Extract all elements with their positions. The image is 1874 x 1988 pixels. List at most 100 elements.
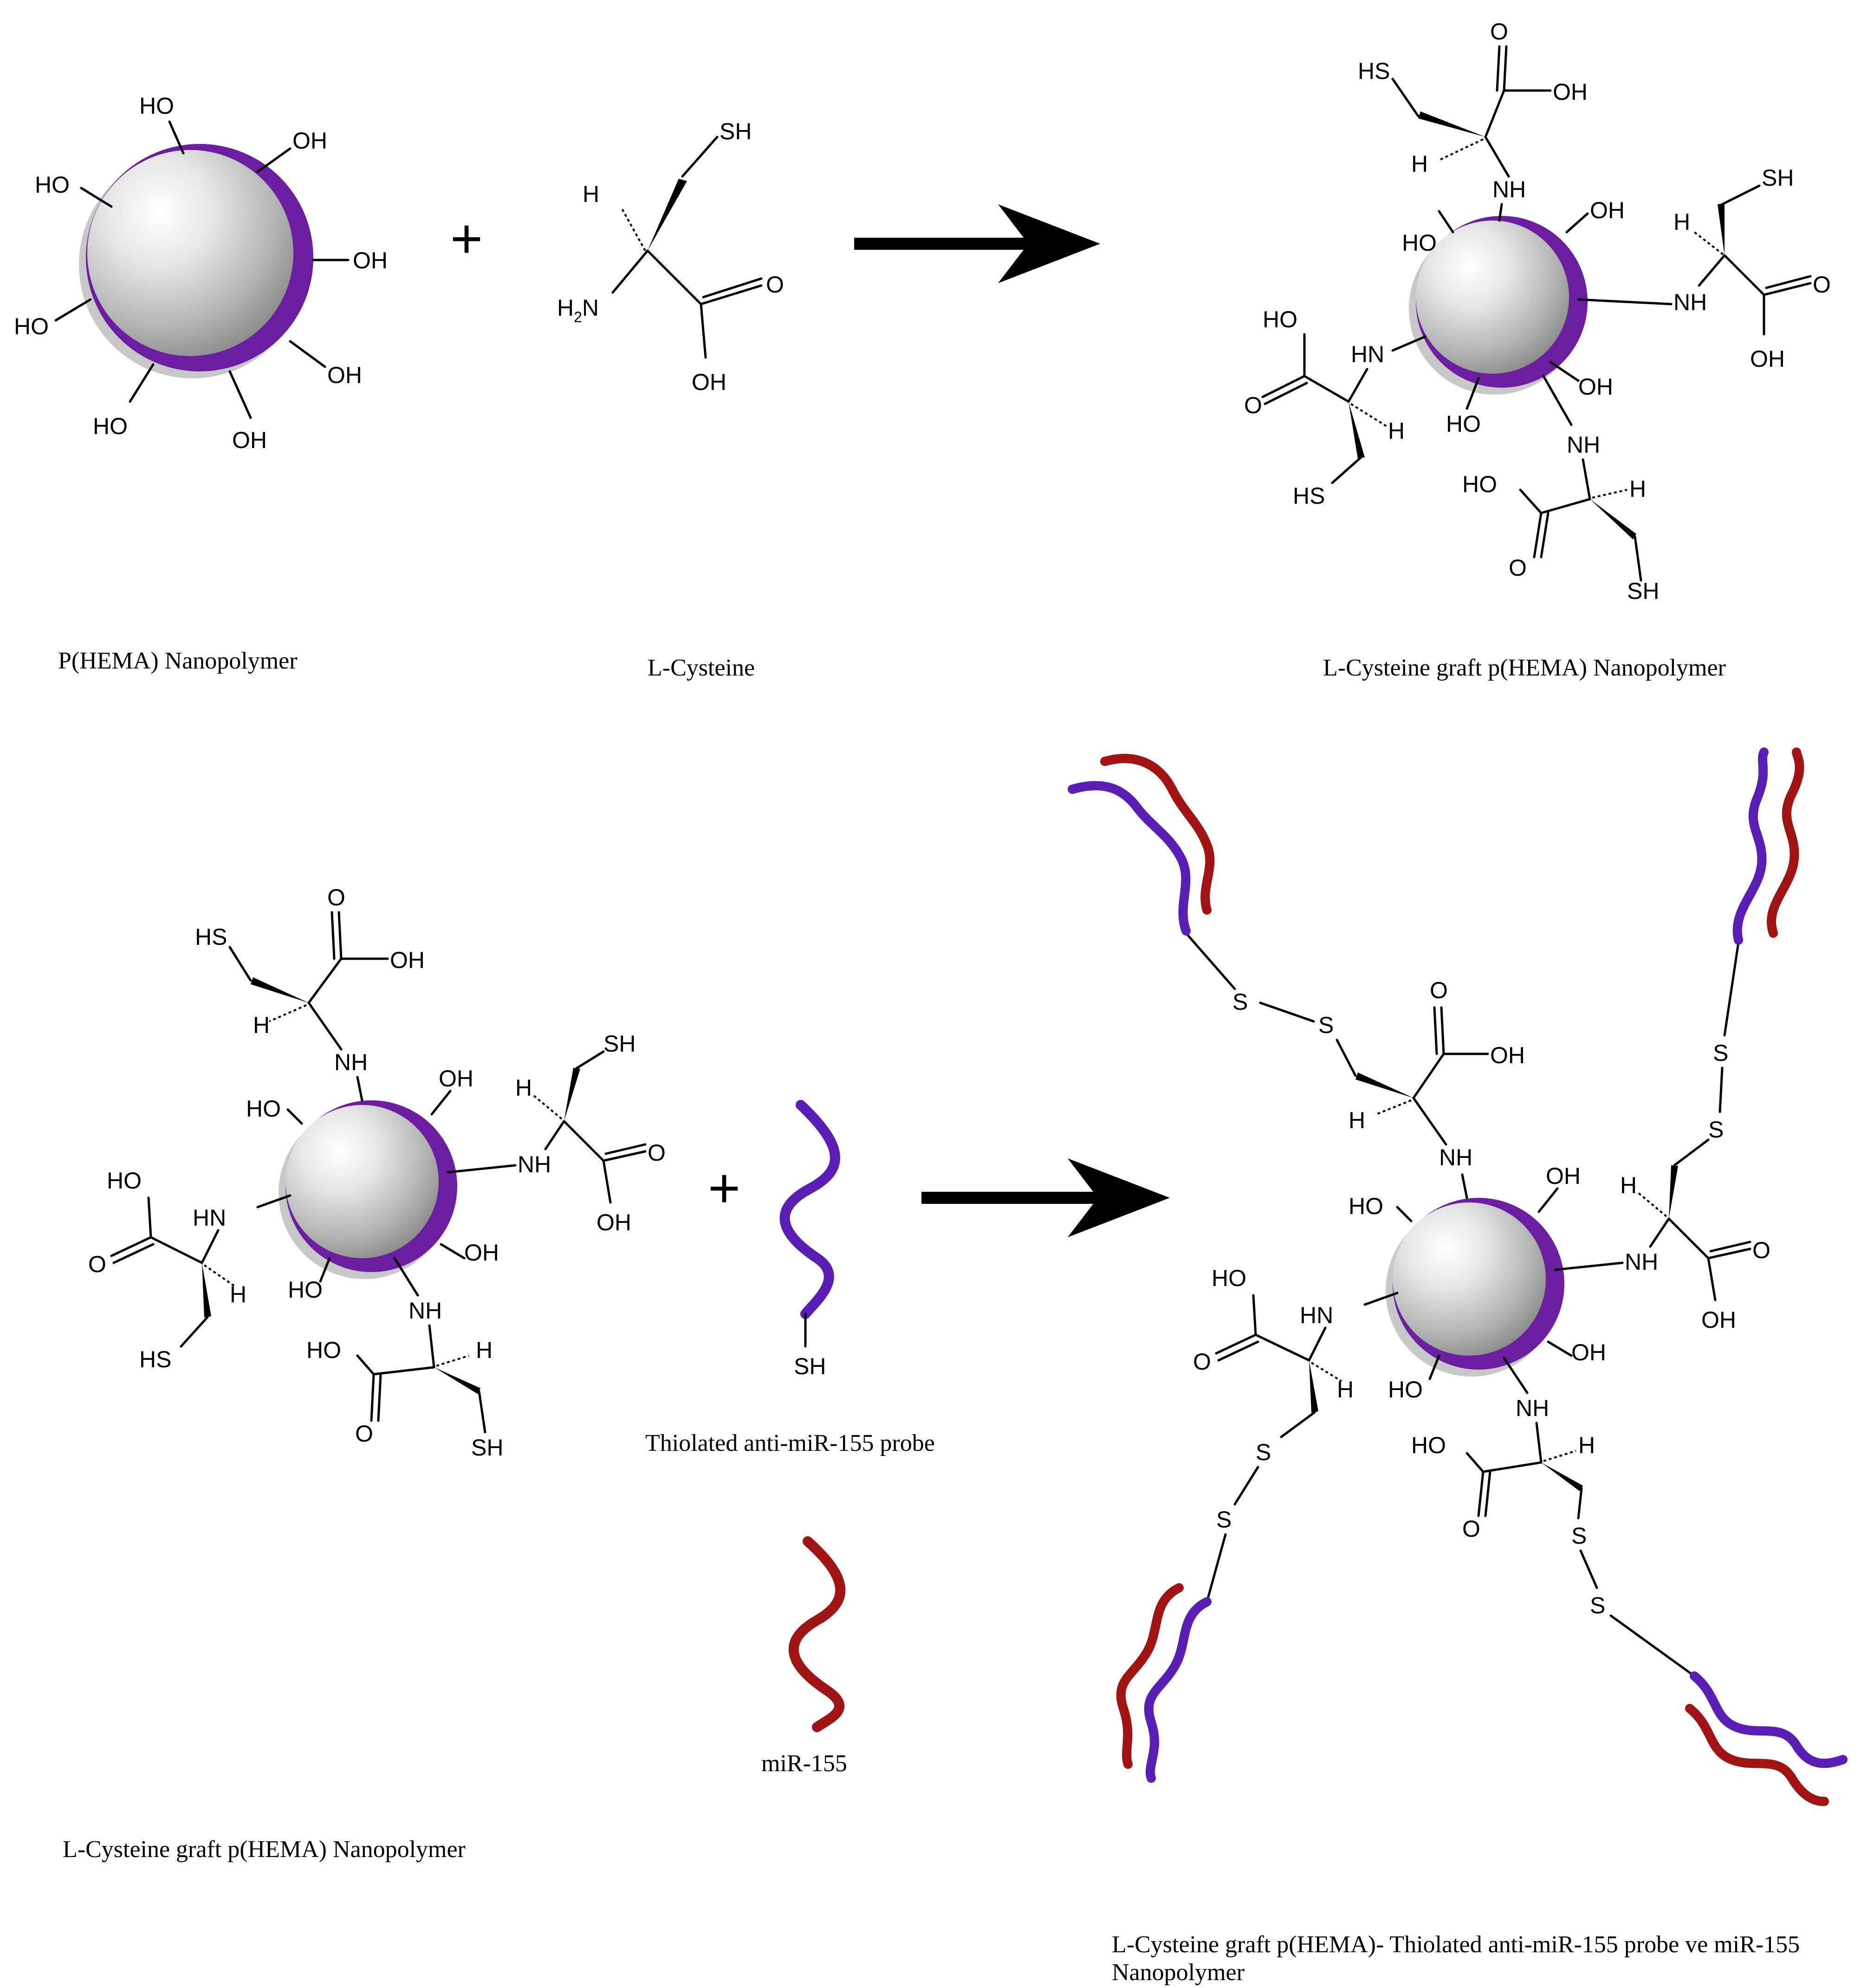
o-label: O bbox=[327, 884, 345, 910]
sh-label: HS bbox=[1358, 58, 1390, 84]
phema-nanoparticle: HO OH HO OH HO OH HO OH bbox=[14, 93, 388, 453]
o-label: O bbox=[1490, 19, 1508, 45]
h-label: H bbox=[1673, 209, 1690, 235]
s-label: S bbox=[1713, 1040, 1728, 1066]
oh-label: HO bbox=[1411, 1432, 1446, 1458]
oh-label: OH bbox=[232, 427, 267, 453]
h-label: H bbox=[515, 1075, 532, 1101]
oh-label: OH bbox=[1546, 1163, 1581, 1189]
oh-label: HO bbox=[139, 93, 174, 119]
oh-label: HO bbox=[1388, 1377, 1423, 1403]
final-nanoparticle: HO OH OH HO NH O OH H S S NH H bbox=[1068, 747, 1848, 1806]
oh-label: OH bbox=[327, 362, 362, 388]
mirna-strand bbox=[788, 1536, 846, 1732]
oh-label: HO bbox=[246, 1096, 281, 1122]
oh-label: OH bbox=[1578, 374, 1613, 400]
sh-label: SH bbox=[603, 1031, 635, 1057]
oh-label: OH bbox=[353, 247, 388, 273]
o-label: O bbox=[1430, 977, 1448, 1003]
reaction-arrow bbox=[854, 204, 1100, 283]
h-label: H bbox=[1578, 1432, 1595, 1458]
h-label: H bbox=[1629, 476, 1646, 502]
s-label: S bbox=[1216, 1507, 1232, 1533]
s-label: S bbox=[1571, 1523, 1587, 1549]
o-label: O bbox=[1193, 1349, 1211, 1375]
s-label: S bbox=[1708, 1117, 1724, 1143]
oh-label: OH bbox=[597, 1209, 631, 1235]
sh-label: SH bbox=[1762, 165, 1794, 191]
nh-label: NH bbox=[409, 1298, 442, 1324]
s-label: S bbox=[1232, 989, 1248, 1015]
graft-top-caption: L-Cysteine graft p(HEMA) Nanopolymer bbox=[1323, 655, 1726, 681]
sh-label: SH bbox=[794, 1353, 826, 1379]
h-label: H bbox=[253, 1012, 270, 1038]
probe-caption: Thiolated anti-miR-155 probe bbox=[645, 1430, 935, 1456]
nh-label: NH bbox=[1439, 1144, 1472, 1170]
reaction-arrow bbox=[921, 1158, 1170, 1237]
nh-label: NH bbox=[1673, 289, 1707, 315]
oh-label: OH bbox=[1590, 197, 1625, 223]
oh-label: HO bbox=[1462, 471, 1497, 497]
oh-label: OH bbox=[692, 369, 726, 395]
s-label: S bbox=[1318, 1012, 1334, 1038]
oh-label: HO bbox=[288, 1277, 323, 1303]
oh-label: OH bbox=[1553, 79, 1588, 105]
h-label: H bbox=[1620, 1172, 1637, 1198]
oh-label: HO bbox=[14, 313, 49, 339]
oh-label: HO bbox=[107, 1168, 142, 1194]
o-label: O bbox=[648, 1140, 666, 1166]
oh-label: HO bbox=[1402, 230, 1437, 256]
nh-label: NH bbox=[518, 1151, 551, 1177]
thiolated-probe-strand: SH bbox=[779, 1100, 840, 1379]
oh-label: HO bbox=[1349, 1193, 1383, 1219]
l-cysteine-molecule: SH H H2N O OH bbox=[557, 118, 784, 395]
oh-label: OH bbox=[1701, 1307, 1736, 1333]
nh-label: NH bbox=[1625, 1249, 1658, 1275]
oh-label: OH bbox=[439, 1065, 473, 1091]
oh-label: OH bbox=[1490, 1042, 1525, 1068]
nh-label: HN bbox=[193, 1205, 226, 1231]
plus-sign: + bbox=[450, 208, 483, 270]
o-label: O bbox=[355, 1421, 373, 1447]
h2n-label: H2N bbox=[557, 295, 599, 325]
oh-label: OH bbox=[464, 1240, 499, 1266]
sh-label: SH bbox=[1627, 578, 1659, 604]
h-label: H bbox=[1411, 151, 1428, 177]
nh-label: HN bbox=[1351, 341, 1384, 367]
graft-nanoparticle-bottom: HO OH OH HO NH O OH HS H NH SH H O OH bbox=[88, 884, 666, 1461]
o-label: O bbox=[88, 1251, 106, 1277]
oh-label: OH bbox=[1571, 1339, 1606, 1365]
o-label: O bbox=[766, 272, 784, 298]
o-label: O bbox=[1462, 1516, 1480, 1542]
sh-label: HS bbox=[195, 924, 227, 950]
graft-nanoparticle-top: HO OH OH HO NH O OH HS H NH SH H O OH bbox=[1244, 19, 1831, 604]
h-label: H bbox=[476, 1337, 493, 1363]
oh-label: HO bbox=[93, 413, 128, 439]
sh-label: HS bbox=[1293, 483, 1325, 509]
o-label: O bbox=[1244, 392, 1262, 418]
h-label: H bbox=[230, 1281, 246, 1307]
o-label: O bbox=[1752, 1237, 1770, 1263]
oh-label: HO bbox=[1446, 411, 1481, 437]
sh-label: SH bbox=[471, 1435, 503, 1461]
h-label: H bbox=[1349, 1107, 1365, 1133]
s-label: S bbox=[1256, 1439, 1271, 1465]
final-caption-line1: L-Cysteine graft p(HEMA)- Thiolated anti… bbox=[1112, 1931, 1800, 1958]
h-label: H bbox=[583, 181, 599, 207]
oh-label: HO bbox=[35, 172, 70, 198]
nh-label: HN bbox=[1300, 1302, 1333, 1328]
nh-label: NH bbox=[1567, 432, 1600, 458]
oh-label: OH bbox=[292, 128, 327, 154]
oh-label: OH bbox=[1750, 346, 1785, 372]
phema-caption: P(HEMA) Nanopolymer bbox=[58, 648, 298, 674]
nh-label: NH bbox=[334, 1049, 368, 1075]
s-label: S bbox=[1590, 1592, 1605, 1618]
plus-sign: + bbox=[708, 1157, 740, 1219]
h-label: H bbox=[1388, 418, 1405, 444]
cysteine-caption: L-Cysteine bbox=[648, 655, 755, 681]
mirna-caption: miR-155 bbox=[761, 1750, 847, 1777]
sh-label: HS bbox=[139, 1346, 171, 1372]
nh-label: NH bbox=[1492, 176, 1526, 202]
sh-label: SH bbox=[720, 118, 752, 144]
